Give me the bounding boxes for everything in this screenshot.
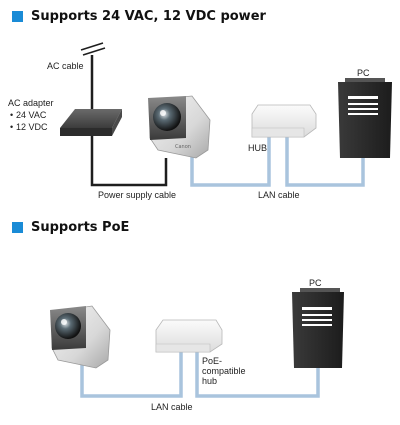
voltage-label-vac: 24 VAC — [16, 110, 47, 120]
poe-hub-label-line3: hub — [202, 376, 217, 386]
power-supply-cable — [90, 136, 168, 187]
ac-adapter-icon — [60, 109, 122, 136]
ac-cable — [80, 42, 106, 113]
poe-hub-label-line1: PoE- — [202, 356, 222, 366]
lan-cable-top — [190, 137, 365, 187]
desktop-pc-icon — [338, 78, 392, 158]
section-header-poe: Supports PoE — [12, 220, 129, 235]
bullet-icon: • — [10, 110, 13, 120]
pc-label: PC — [357, 68, 370, 78]
poe-hub-label-line2: compatible — [202, 366, 246, 376]
pc-label: PC — [309, 278, 322, 288]
ac-cable-label: AC cable — [47, 61, 84, 71]
section-marker-icon — [12, 222, 23, 233]
lan-cable-label: LAN cable — [258, 190, 300, 200]
ac-adapter-label: AC adapter — [8, 98, 54, 108]
section-marker-icon — [12, 11, 23, 22]
network-camera-icon — [50, 305, 111, 369]
power-plug-icon — [80, 42, 104, 51]
network-hub-icon — [155, 319, 223, 353]
section-header-dc-power: Supports 24 VAC, 12 VDC power — [12, 9, 266, 24]
hub-label: HUB — [248, 143, 267, 153]
section-title: Supports PoE — [31, 220, 130, 235]
lan-cable-bottom — [80, 352, 320, 398]
desktop-pc-icon — [292, 288, 344, 368]
camera-brand-label: Canon — [175, 144, 191, 150]
lan-cable-label: LAN cable — [151, 402, 193, 412]
network-camera-icon: Canon — [148, 95, 211, 159]
network-hub-icon — [251, 104, 317, 138]
section-title: Supports 24 VAC, 12 VDC power — [31, 9, 266, 24]
power-supply-cable-label: Power supply cable — [98, 190, 176, 200]
bullet-icon: • — [10, 122, 13, 132]
voltage-label-vdc: 12 VDC — [16, 122, 48, 132]
